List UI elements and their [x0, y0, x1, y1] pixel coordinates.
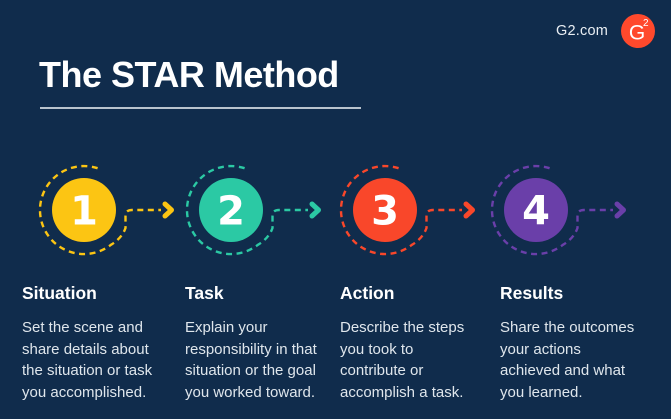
step-2-arrow-icon [309, 201, 321, 219]
step-2-text: Task Explain your responsibility in that… [185, 283, 341, 403]
page-title: The STAR Method [39, 54, 339, 95]
step-4-title: Results [500, 283, 564, 303]
g2-logo-letter: G [629, 22, 645, 45]
step-2-number: 2 [217, 188, 245, 234]
step-4-description: Share the outcomes your actions achieved… [500, 319, 635, 401]
step-1-circle [52, 178, 116, 242]
g2-logo-superscript: 2 [643, 18, 649, 29]
title-underline [40, 107, 361, 109]
step-1-graphic: 1 [38, 164, 174, 256]
step-3-title: Action [340, 283, 395, 303]
step-4-arrow-icon [614, 201, 626, 219]
step-3-number: 3 [371, 188, 399, 234]
step-3-text: Action Describe the steps you took to co… [340, 283, 496, 403]
step-3-circle [353, 178, 417, 242]
step-3-description: Describe the steps you took to contribut… [340, 319, 465, 401]
step-2-title: Task [185, 283, 224, 303]
step-4-dashed-ring [490, 164, 613, 256]
g2-logo-circle [621, 14, 655, 48]
step-1-title: Situation [22, 283, 97, 303]
brand-label: G2.com [556, 23, 608, 39]
step-4-graphic: 4 [490, 164, 626, 256]
step-3-graphic: 3 [339, 164, 475, 256]
step-1-text: Situation Set the scene and share detail… [22, 283, 178, 403]
step-3-arrow-icon [463, 201, 475, 219]
step-4-number: 4 [522, 188, 550, 234]
step-1-arrow-icon [162, 201, 174, 219]
step-2-description: Explain your responsibility in that situ… [185, 319, 317, 401]
brand: G2.com G 2 [556, 14, 655, 48]
step-2-dashed-ring [185, 164, 308, 256]
step-3-dashed-ring [339, 164, 462, 256]
step-1-dashed-ring [38, 164, 161, 256]
g2-logo-icon: G 2 [621, 14, 655, 48]
step-4-circle [504, 178, 568, 242]
step-1-number: 1 [70, 188, 98, 234]
step-4-text: Results Share the outcomes your actions … [500, 283, 656, 403]
step-2-graphic: 2 [185, 164, 321, 256]
step-1-description: Set the scene and share details about th… [22, 319, 153, 401]
step-2-circle [199, 178, 263, 242]
